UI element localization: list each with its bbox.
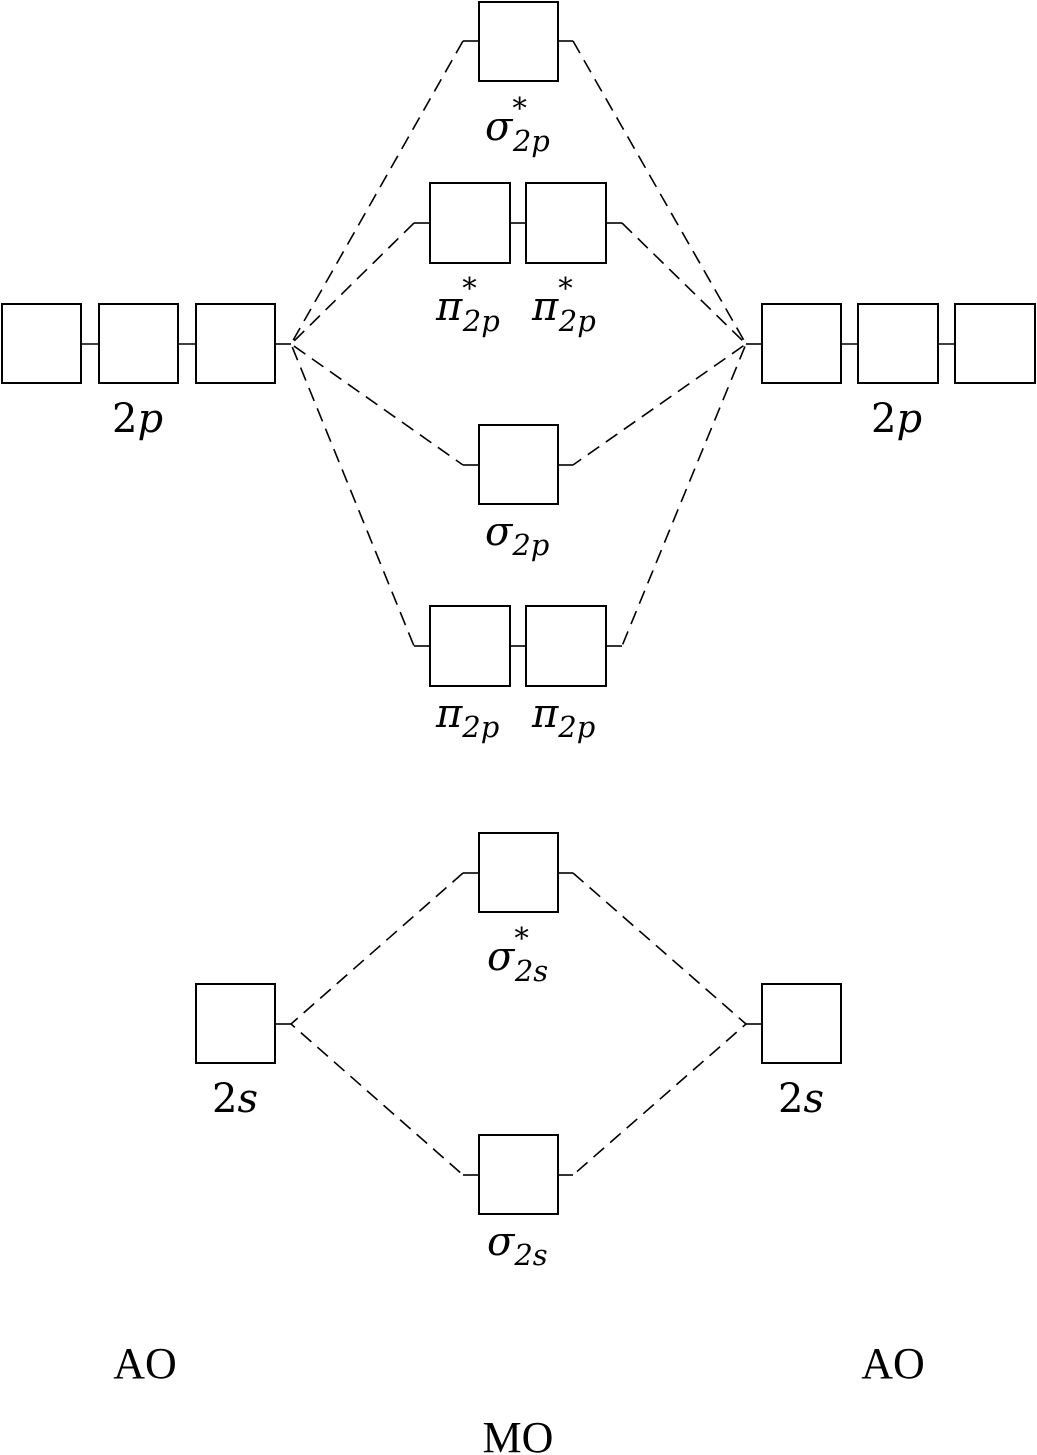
label-left-2p: 2p: [112, 396, 163, 442]
orbital-box-left-2p-2: [98, 303, 179, 384]
label-sigma-star-2s: σ*2s: [487, 921, 548, 988]
line-left-2s: [289, 872, 464, 1176]
label-right-2s: 2s: [778, 1076, 824, 1122]
label-sigma-2s: σ2s: [487, 1219, 548, 1272]
label-right-2p: 2p: [871, 396, 922, 442]
label-pi-2p-2: π2p: [531, 691, 595, 744]
orbital-box-right-2s: [761, 983, 842, 1064]
line-left-2p-sigma: [289, 40, 464, 466]
orbital-box-pi-star-2p-1: [429, 182, 511, 264]
line-left-2p-pi: [290, 222, 415, 647]
label-pi-star-2p-2: π*2p: [531, 271, 596, 338]
orbital-box-right-2p-1: [761, 303, 842, 384]
correlation-lines: [289, 40, 748, 1176]
orbital-box-pi-2p-1: [429, 605, 511, 687]
orbital-box-sigma-2s: [478, 1134, 559, 1215]
orbital-box-left-2p-3: [195, 303, 276, 384]
label-left-2s: 2s: [212, 1076, 258, 1122]
line-right-2p-pi: [621, 222, 747, 647]
column-label-right-ao: AO: [861, 1339, 925, 1388]
stubs: [81, 40, 955, 1176]
orbital-box-sigma-2p: [478, 424, 559, 505]
line-right-2s: [572, 872, 748, 1176]
line-right-2p-sigma: [572, 40, 748, 466]
orbital-box-sigma-star-2s: [478, 832, 559, 913]
label-sigma-star-2p: σ*2p: [485, 91, 550, 158]
orbital-box-left-2p-1: [1, 303, 82, 384]
label-pi-star-2p-1: π*2p: [435, 271, 500, 338]
label-sigma-2p: σ2p: [485, 509, 549, 562]
label-pi-2p-1: π2p: [435, 691, 499, 744]
orbital-box-sigma-star-2p: [478, 1, 559, 82]
orbital-box-right-2p-3: [954, 303, 1036, 384]
orbital-box-pi-2p-2: [525, 605, 607, 687]
column-label-mo: MO: [483, 1413, 554, 1455]
orbital-box-pi-star-2p-2: [525, 182, 607, 264]
orbital-box-left-2s: [195, 983, 276, 1064]
orbital-box-right-2p-2: [857, 303, 939, 384]
column-label-left-ao: AO: [113, 1339, 177, 1388]
